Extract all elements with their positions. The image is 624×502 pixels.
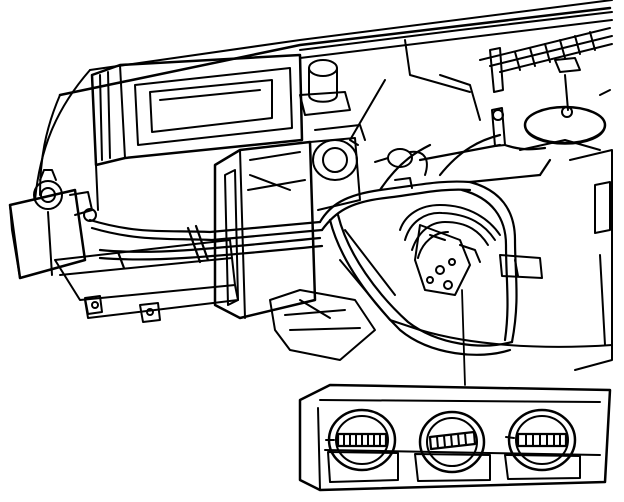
blend-door-actuator bbox=[10, 170, 160, 322]
control-knob bbox=[506, 410, 575, 470]
dashboard-outline bbox=[35, 0, 612, 370]
control-knob bbox=[326, 410, 395, 470]
vacuum-hose-harness bbox=[90, 135, 550, 355]
lower-air-duct bbox=[55, 240, 238, 318]
control-knob bbox=[420, 412, 484, 472]
control-panel bbox=[300, 385, 610, 490]
control-head-vacuum-connector bbox=[400, 205, 542, 385]
vacuum-diaphragm-actuator bbox=[490, 48, 610, 146]
heater-core-box bbox=[92, 55, 302, 210]
vacuum-reservoir bbox=[300, 60, 350, 115]
vacuum-tee-fitting bbox=[350, 80, 427, 188]
